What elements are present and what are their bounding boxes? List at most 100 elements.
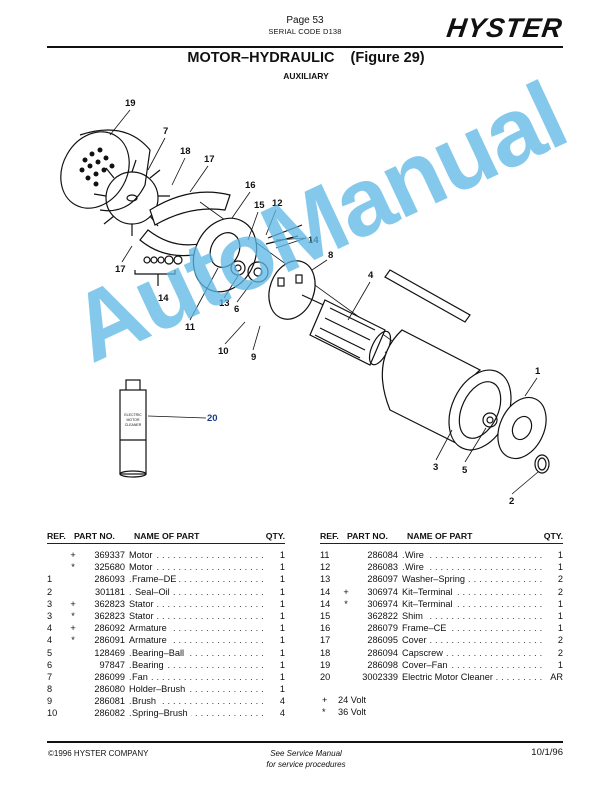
ref-number: 5 xyxy=(47,647,53,658)
quantity: 1 xyxy=(557,659,563,670)
ref-number: 6 xyxy=(47,659,53,670)
table-row: 15362822Shim1 xyxy=(320,610,563,622)
part-name: Bearing–Ball xyxy=(129,647,267,659)
voltage-mark: + xyxy=(70,623,76,634)
part-number: 362823 xyxy=(94,610,125,621)
page-number: Page 53 xyxy=(286,15,324,26)
part-name: Washer–Spring xyxy=(402,573,545,586)
part-number: 362823 xyxy=(94,598,125,609)
part-number: 286079 xyxy=(367,623,398,634)
table-row: +369337Motor1 xyxy=(47,549,285,561)
serial-code: SERIAL CODE D138 xyxy=(268,27,342,36)
ref-number: 14 xyxy=(320,598,331,609)
table-header: REF. PART NO. NAME OF PART QTY. xyxy=(47,531,285,544)
part-number: 286099 xyxy=(94,671,125,682)
voltage-mark xyxy=(340,671,352,683)
ref-number: 15 xyxy=(320,610,331,621)
part-name: Spring–Brush xyxy=(129,707,267,719)
voltage-mark xyxy=(67,586,79,598)
ref-number: 16 xyxy=(320,623,331,634)
callout-8: 8 xyxy=(328,250,334,261)
exploded-diagram: ELECTRIC MOTOR CLEANER xyxy=(40,90,580,520)
title-main: MOTOR–HYDRAULIC xyxy=(187,50,335,66)
quantity: 1 xyxy=(557,598,563,609)
quantity: 2 xyxy=(557,574,563,585)
part-number: 286098 xyxy=(367,659,398,670)
quantity: 4 xyxy=(279,696,285,707)
part-name: Wire xyxy=(402,549,545,561)
voltage-mark: * xyxy=(71,562,75,573)
footer-rule xyxy=(47,741,563,743)
part-name: Stator xyxy=(129,598,267,610)
callout-19: 19 xyxy=(125,98,136,109)
voltage-mark xyxy=(67,647,79,659)
voltage-mark xyxy=(340,561,352,573)
ref-number: 3 xyxy=(47,610,53,621)
table-row: 3+362823Stator1 xyxy=(47,598,285,610)
part-number: 286097 xyxy=(367,574,398,585)
part-number: 128469 xyxy=(94,647,125,658)
callout-18: 18 xyxy=(180,146,191,157)
callout-17: 17 xyxy=(204,154,215,165)
quantity: 2 xyxy=(557,647,563,658)
voltage-mark xyxy=(340,622,352,634)
callout-15: 15 xyxy=(254,200,265,211)
ref-number: 18 xyxy=(320,647,331,658)
quantity: 1 xyxy=(279,550,285,560)
callout-4: 4 xyxy=(368,270,374,281)
callout-3: 3 xyxy=(433,462,439,473)
callout-20: 20 xyxy=(207,413,218,424)
quantity: 1 xyxy=(279,623,285,634)
callout-7: 7 xyxy=(163,126,169,137)
ref-number: 14 xyxy=(320,586,331,597)
ref-number: 2 xyxy=(47,586,53,597)
quantity: 2 xyxy=(557,635,563,646)
part-name: Motor xyxy=(129,561,267,573)
part-name: Electric Motor Cleaner xyxy=(402,671,545,683)
voltage-mark xyxy=(67,671,79,683)
quantity: AR xyxy=(550,671,563,682)
header-name: NAME OF PART xyxy=(134,531,200,541)
ref-number: 4 xyxy=(47,635,53,646)
revision-date: 10/1/96 xyxy=(531,747,563,758)
terminal-kit-icon xyxy=(134,255,183,286)
part-number: 286084 xyxy=(367,550,398,560)
callout-2: 2 xyxy=(509,496,515,507)
voltage-mark xyxy=(340,549,352,561)
fan-icon xyxy=(93,159,170,236)
table-row: 697847Bearing1 xyxy=(47,659,285,671)
quantity: 1 xyxy=(279,610,285,621)
table-row: 19 286098 Cover–Fan 1 xyxy=(320,659,563,671)
table-body-left: +369337Motor1*325680Motor11286093Frame–D… xyxy=(47,549,285,720)
voltage-mark: * xyxy=(71,635,75,646)
callout-17: 17 xyxy=(115,264,126,275)
quantity: 1 xyxy=(279,598,285,609)
part-number: 286082 xyxy=(94,708,125,719)
figure-label: (Figure 29) xyxy=(350,50,425,66)
quantity: 1 xyxy=(279,574,285,585)
callout-12: 12 xyxy=(272,198,283,209)
quantity: 2 xyxy=(557,586,563,597)
ref-number: 7 xyxy=(47,671,53,682)
svg-text:CLEANER: CLEANER xyxy=(125,423,142,427)
part-name: Kit–Terminal xyxy=(402,598,545,610)
part-name: Armature xyxy=(129,634,267,647)
voltage-mark xyxy=(67,683,79,695)
part-name: Stator xyxy=(129,610,267,622)
ref-number: 19 xyxy=(320,659,331,670)
header-qty: QTY. xyxy=(543,531,563,541)
header-ref: REF. xyxy=(320,531,339,541)
part-number: 286081 xyxy=(94,696,125,707)
ref-number: 11 xyxy=(320,550,330,560)
part-name: Cover–Fan xyxy=(402,659,545,671)
part-number: 286092 xyxy=(94,623,125,634)
part-name: Capscrew xyxy=(402,647,545,659)
